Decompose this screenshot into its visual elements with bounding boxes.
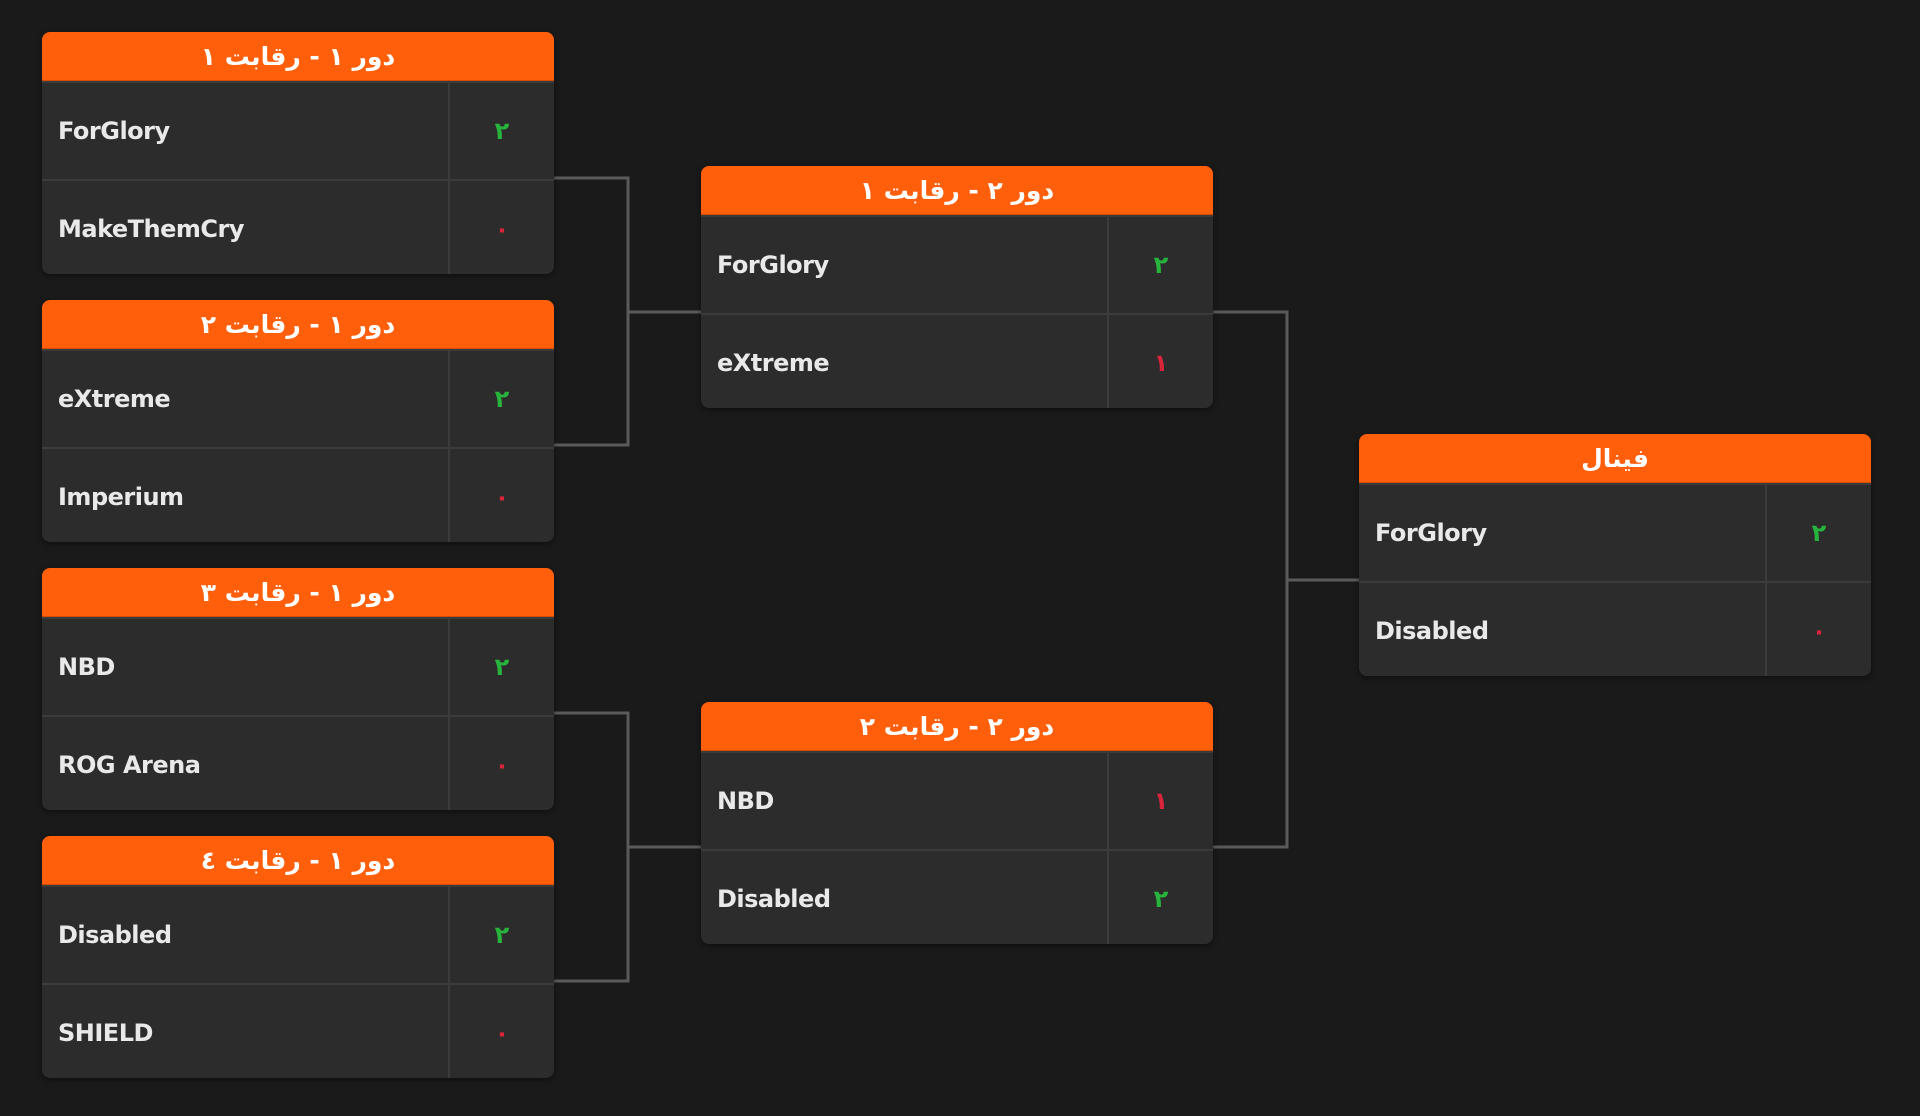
team-score: ۰ bbox=[1765, 583, 1871, 676]
team-score: ۲ bbox=[448, 83, 554, 179]
team-row[interactable]: Disabled ۲ bbox=[701, 849, 1213, 944]
match-round1-3: دور ۱ - رقابت ۳ NBD ۲ ROG Arena ۰ bbox=[42, 568, 554, 810]
match-title: دور ۱ - رقابت ۱ bbox=[42, 32, 554, 81]
team-name[interactable]: eXtreme bbox=[717, 349, 830, 377]
team-score: ۲ bbox=[1765, 485, 1871, 581]
connector-r2m1-r2m2 bbox=[1213, 310, 1289, 849]
match-round1-4: دور ۱ - رقابت ٤ Disabled ۲ SHIELD ۰ bbox=[42, 836, 554, 1078]
team-name[interactable]: Disabled bbox=[58, 921, 172, 949]
team-score: ۰ bbox=[448, 181, 554, 274]
match-round2-2: دور ۲ - رقابت ۲ NBD ۱ Disabled ۲ bbox=[701, 702, 1213, 944]
team-score: ۱ bbox=[1107, 315, 1213, 408]
team-row[interactable]: ForGlory ۲ bbox=[42, 81, 554, 179]
match-title: دور ۱ - رقابت ٤ bbox=[42, 836, 554, 885]
team-name[interactable]: ForGlory bbox=[1375, 519, 1487, 547]
team-row[interactable]: ForGlory ۲ bbox=[701, 215, 1213, 313]
match-round1-2: دور ۱ - رقابت ۲ eXtreme ۲ Imperium ۰ bbox=[42, 300, 554, 542]
connector-r1m3-r1m4 bbox=[554, 711, 630, 983]
team-score: ۰ bbox=[448, 449, 554, 542]
team-score: ۲ bbox=[448, 619, 554, 715]
team-row[interactable]: eXtreme ۲ bbox=[42, 349, 554, 447]
match-round1-1: دور ۱ - رقابت ۱ ForGlory ۲ MakeThemCry ۰ bbox=[42, 32, 554, 274]
team-row[interactable]: Disabled ۰ bbox=[1359, 581, 1871, 676]
team-row[interactable]: MakeThemCry ۰ bbox=[42, 179, 554, 274]
team-score: ۲ bbox=[448, 351, 554, 447]
match-title: فینال bbox=[1359, 434, 1871, 483]
team-name[interactable]: eXtreme bbox=[58, 385, 171, 413]
connector-r1m1-r1m2 bbox=[554, 176, 630, 447]
team-score: ۱ bbox=[1107, 753, 1213, 849]
team-row[interactable]: eXtreme ۱ bbox=[701, 313, 1213, 408]
team-name[interactable]: Imperium bbox=[58, 483, 184, 511]
match-final: فینال ForGlory ۲ Disabled ۰ bbox=[1359, 434, 1871, 676]
team-name[interactable]: Disabled bbox=[1375, 617, 1489, 645]
team-score: ۲ bbox=[448, 887, 554, 983]
team-row[interactable]: NBD ۱ bbox=[701, 751, 1213, 849]
team-name[interactable]: ForGlory bbox=[717, 251, 829, 279]
match-title: دور ۱ - رقابت ۲ bbox=[42, 300, 554, 349]
team-row[interactable]: ROG Arena ۰ bbox=[42, 715, 554, 810]
team-score: ۰ bbox=[448, 717, 554, 810]
team-name[interactable]: ROG Arena bbox=[58, 751, 201, 779]
team-score: ۰ bbox=[448, 985, 554, 1078]
match-round2-1: دور ۲ - رقابت ۱ ForGlory ۲ eXtreme ۱ bbox=[701, 166, 1213, 408]
team-row[interactable]: ForGlory ۲ bbox=[1359, 483, 1871, 581]
team-name[interactable]: SHIELD bbox=[58, 1019, 153, 1047]
team-row[interactable]: Imperium ۰ bbox=[42, 447, 554, 542]
team-row[interactable]: Disabled ۲ bbox=[42, 885, 554, 983]
match-title: دور ۲ - رقابت ۱ bbox=[701, 166, 1213, 215]
match-title: دور ۱ - رقابت ۳ bbox=[42, 568, 554, 617]
team-score: ۲ bbox=[1107, 217, 1213, 313]
team-score: ۲ bbox=[1107, 851, 1213, 944]
team-name[interactable]: NBD bbox=[58, 653, 115, 681]
team-name[interactable]: ForGlory bbox=[58, 117, 170, 145]
team-row[interactable]: NBD ۲ bbox=[42, 617, 554, 715]
team-row[interactable]: SHIELD ۰ bbox=[42, 983, 554, 1078]
team-name[interactable]: MakeThemCry bbox=[58, 215, 245, 243]
team-name[interactable]: Disabled bbox=[717, 885, 831, 913]
match-title: دور ۲ - رقابت ۲ bbox=[701, 702, 1213, 751]
team-name[interactable]: NBD bbox=[717, 787, 774, 815]
